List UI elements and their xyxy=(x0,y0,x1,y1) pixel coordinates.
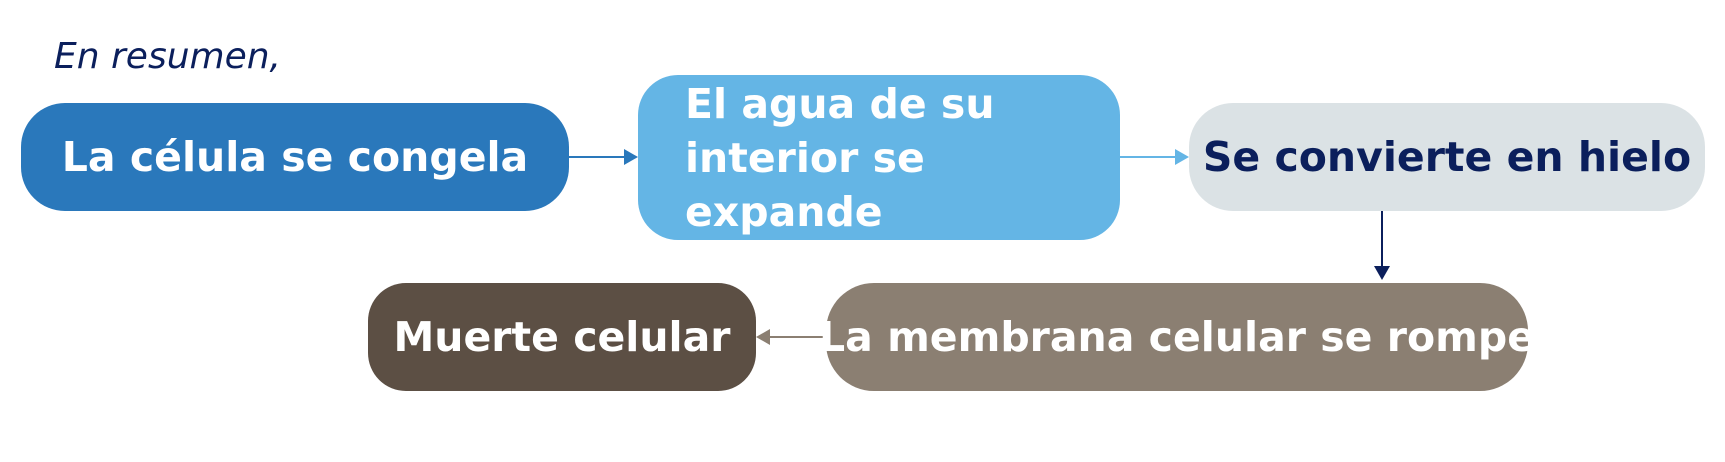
node-label: El agua de su interior se expande xyxy=(685,79,995,236)
arrow-n2-to-n3 xyxy=(1120,149,1189,165)
node-label: La membrana celular se rompe xyxy=(819,313,1535,361)
node-becomes-ice: Se convierte en hielo xyxy=(1189,103,1705,211)
node-cell-death: Muerte celular xyxy=(368,283,756,391)
node-label: La célula se congela xyxy=(61,133,529,181)
arrow-n1-to-n2 xyxy=(569,149,638,165)
node-label: Muerte celular xyxy=(393,313,731,361)
arrow-n4-to-n5 xyxy=(756,329,826,345)
intro-text: En resumen, xyxy=(54,36,282,77)
node-membrane-breaks: La membrana celular se rompe xyxy=(819,283,1535,391)
arrow-n3-to-n4 xyxy=(1374,211,1390,280)
node-label: Se convierte en hielo xyxy=(1202,133,1692,181)
node-cell-freezes: La célula se congela xyxy=(21,103,569,211)
node-water-expands: El agua de su interior se expande xyxy=(638,75,1120,240)
